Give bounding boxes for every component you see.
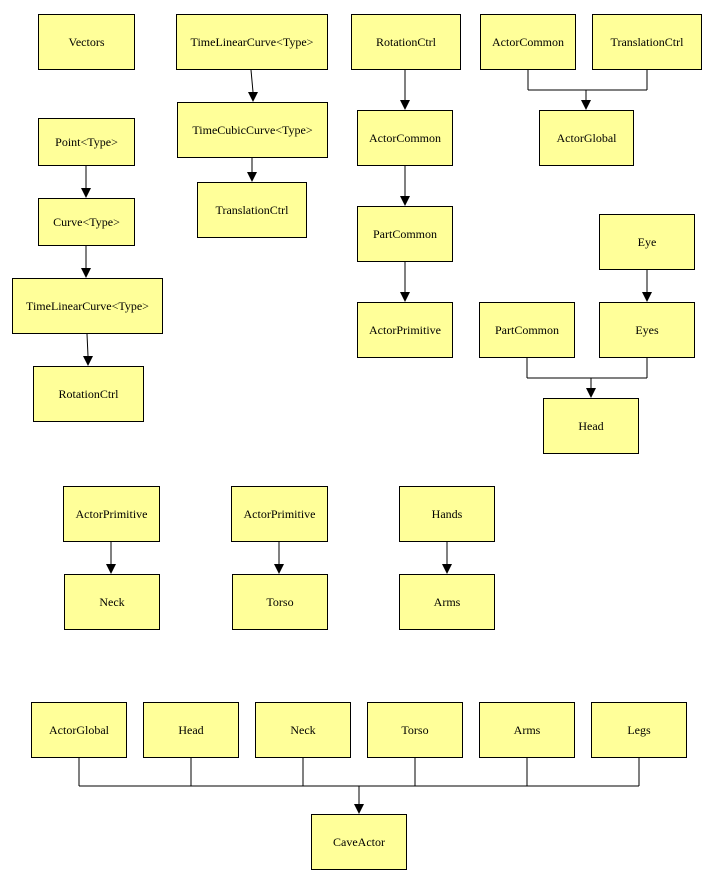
edge-to-head-edge-arrowhead bbox=[586, 388, 596, 398]
node-point: Point<Type> bbox=[38, 118, 135, 166]
node-torso-1: Torso bbox=[232, 574, 328, 630]
node-actor-primitive-1: ActorPrimitive bbox=[357, 302, 453, 358]
node-part-common-2: PartCommon bbox=[479, 302, 575, 358]
node-arms-2: Arms bbox=[479, 702, 575, 758]
edge-actor-primitive-to-torso-arrowhead bbox=[274, 564, 284, 574]
node-translation-ctrl-2: TranslationCtrl bbox=[592, 14, 702, 70]
edge-tlc-to-tcc-arrowhead bbox=[248, 92, 258, 102]
edge-curve-to-tlc-arrowhead bbox=[81, 268, 91, 278]
node-actor-primitive-2: ActorPrimitive bbox=[63, 486, 160, 542]
edge-actor-primitive-to-neck-arrowhead bbox=[106, 564, 116, 574]
node-hands: Hands bbox=[399, 486, 495, 542]
node-time-cubic-curve: TimeCubicCurve<Type> bbox=[177, 102, 328, 158]
node-cave-actor: CaveActor bbox=[311, 814, 407, 870]
edge-eye-to-eyes-arrowhead bbox=[642, 292, 652, 302]
node-head-1: Head bbox=[543, 398, 639, 454]
node-vectors: Vectors bbox=[38, 14, 135, 70]
node-eyes: Eyes bbox=[599, 302, 695, 358]
edge-actor-common-to-part-common-arrowhead bbox=[400, 196, 410, 206]
node-neck-2: Neck bbox=[255, 702, 351, 758]
node-actor-global-1: ActorGlobal bbox=[539, 110, 634, 166]
edge-tlc-to-rotation bbox=[86, 333, 89, 357]
node-actor-common-1: ActorCommon bbox=[357, 110, 453, 166]
edge-rotation-to-actor-common-arrowhead bbox=[400, 100, 410, 110]
node-actor-common-2: ActorCommon bbox=[480, 14, 576, 70]
edge-tlc-to-rotation-arrowhead bbox=[83, 356, 93, 366]
edge-hands-to-arms-arrowhead bbox=[442, 564, 452, 574]
edge-to-actor-global-edge-arrowhead bbox=[581, 100, 591, 110]
edge-tlc-to-tcc bbox=[250, 69, 254, 93]
edge-part-common-to-actor-primitive-arrowhead bbox=[400, 292, 410, 302]
edge-tcc-to-translation-arrowhead bbox=[247, 172, 257, 182]
node-head-2: Head bbox=[143, 702, 239, 758]
node-translation-ctrl-1: TranslationCtrl bbox=[197, 182, 307, 238]
node-legs: Legs bbox=[591, 702, 687, 758]
node-rotation-ctrl-top: RotationCtrl bbox=[351, 14, 461, 70]
node-eye: Eye bbox=[599, 214, 695, 270]
node-arms-1: Arms bbox=[399, 574, 495, 630]
node-curve: Curve<Type> bbox=[38, 198, 135, 246]
node-time-linear-curve-top: TimeLinearCurve<Type> bbox=[176, 14, 328, 70]
node-rotation-ctrl-left: RotationCtrl bbox=[33, 366, 144, 422]
edge-point-to-curve-arrowhead bbox=[81, 188, 91, 198]
node-torso-2: Torso bbox=[367, 702, 463, 758]
node-time-linear-curve-left: TimeLinearCurve<Type> bbox=[12, 278, 163, 334]
node-part-common-1: PartCommon bbox=[357, 206, 453, 262]
node-neck-1: Neck bbox=[64, 574, 160, 630]
node-actor-primitive-3: ActorPrimitive bbox=[231, 486, 328, 542]
edge-to-cave-actor-edge-arrowhead bbox=[354, 804, 364, 814]
node-actor-global-2: ActorGlobal bbox=[31, 702, 127, 758]
